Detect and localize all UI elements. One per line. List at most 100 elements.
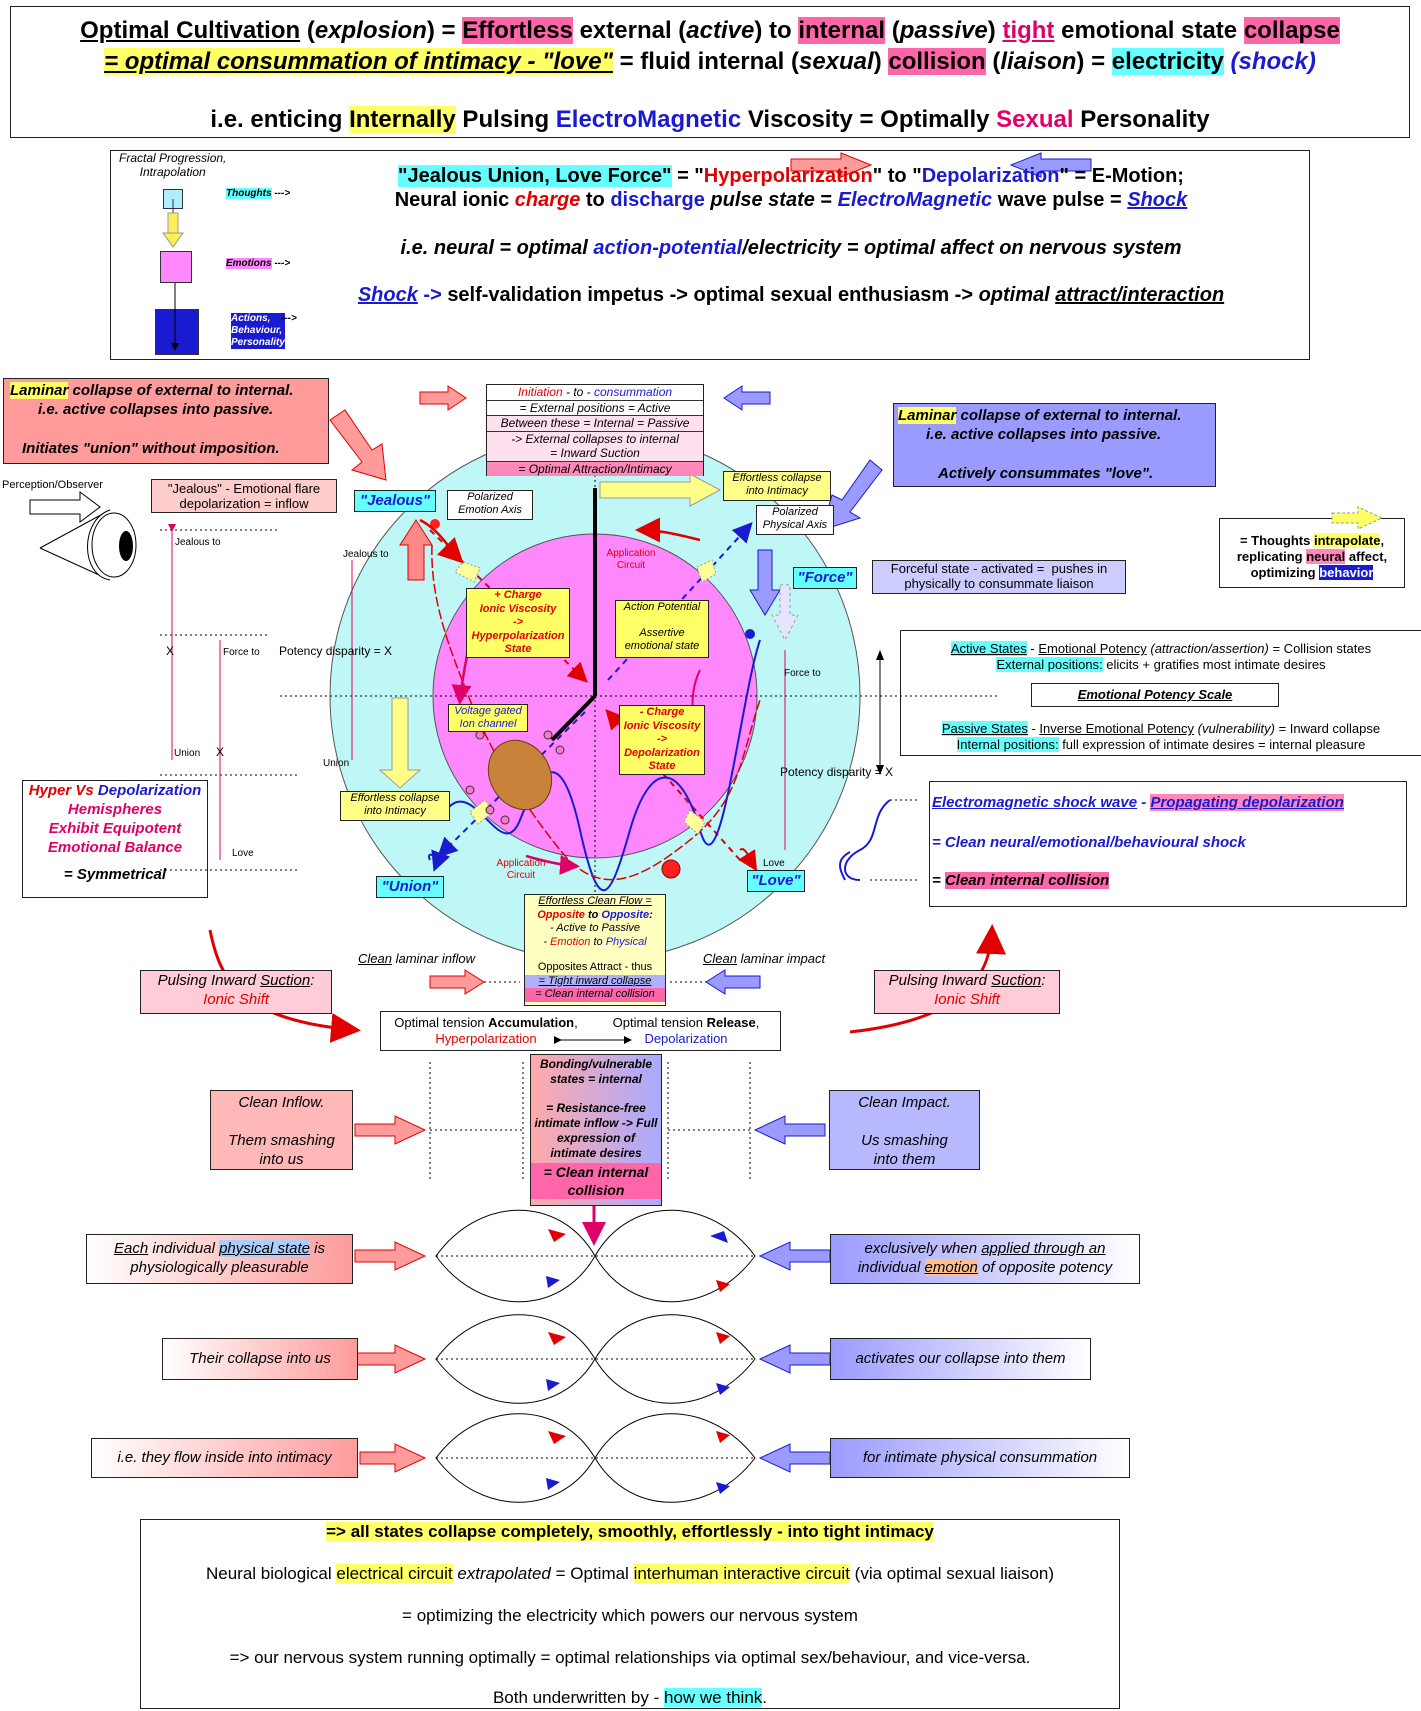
second-box: Fractal Progression, Intrapolation Thoug… xyxy=(110,150,1310,360)
text-segment: Depolarization xyxy=(97,782,202,799)
text-segment: "Jealous Union, Love Force" xyxy=(398,165,672,187)
jealous-label: "Jealous" xyxy=(354,490,436,512)
bonding-l2: = Resistance-free intimate inflow -> Ful… xyxy=(534,1101,658,1160)
text-segment: Hyper Vs xyxy=(28,782,98,799)
text-segment: Both underwritten by - xyxy=(492,1688,664,1707)
hyper-l1: Hyper Vs Depolarization xyxy=(23,781,207,800)
pulsing-right-l1: Pulsing Inward Suction: xyxy=(875,971,1059,990)
tension-box: Optimal tension Accumulation, Hyperpolar… xyxy=(380,1011,781,1051)
text-segment: tight xyxy=(1002,17,1055,44)
potency-left: Potency disparity = X xyxy=(279,644,393,658)
footer-l5: Both underwritten by - how we think. xyxy=(141,1688,1119,1708)
init-row-3: -> External collapses to internal xyxy=(487,431,703,446)
laminar-left-l2: i.e. active collapses into passive. xyxy=(38,401,274,418)
text-segment: discharge xyxy=(610,189,705,211)
text-segment: = Inward Suction xyxy=(550,446,640,460)
hyper-depol-box: Hyper Vs Depolarization Hemispheres Exhi… xyxy=(22,780,208,898)
text-segment: how we think xyxy=(664,1688,763,1707)
force-to-1: Force to xyxy=(223,647,260,658)
scale-passive: Passive States - Inverse Emotional Poten… xyxy=(901,721,1421,737)
text-segment: i.e. neural = optimal xyxy=(400,237,594,259)
text-segment: Initiation xyxy=(517,385,563,399)
tension-rel1: Optimal tension Release, xyxy=(591,1015,781,1031)
text-segment: Depolarization xyxy=(921,165,1060,187)
text-segment: /electricity = optimal affect on nervous… xyxy=(742,237,1182,259)
text-segment: laminar inflow xyxy=(391,951,476,966)
pulsing-left-box: Pulsing Inward Suction: Ionic Shift xyxy=(140,970,332,1014)
text-segment: Pulsing Inward xyxy=(157,972,261,989)
laminar-left-box: Laminar collapse of external to internal… xyxy=(3,378,329,464)
text-segment: = Collision states xyxy=(1268,641,1372,656)
text-segment: Effortless xyxy=(462,17,573,44)
text-segment: Suction xyxy=(991,972,1042,989)
footer-l3: = optimizing the electricity which power… xyxy=(141,1606,1119,1626)
tension-acc1: Optimal tension Accumulation, xyxy=(381,1015,591,1031)
text-segment: (attraction/assertion) xyxy=(1150,641,1269,656)
initiation-box: Initiation - to - consummation = Externa… xyxy=(486,384,704,476)
text-segment: consummation xyxy=(594,385,673,399)
love-label: "Love" xyxy=(747,870,805,892)
x-2: X xyxy=(216,745,225,759)
clean-laminar-impact: Clean laminar impact xyxy=(703,951,825,966)
text-segment: : xyxy=(649,908,653,921)
text-segment: collapse xyxy=(1243,17,1340,44)
text-segment: = " xyxy=(671,165,704,187)
tension-rel2: Depolarization xyxy=(644,1031,728,1046)
union-1: Union xyxy=(174,748,201,759)
text-segment: laminar impact xyxy=(736,951,826,966)
love-2: Love xyxy=(763,858,785,869)
thoughts-intrapolate-box: = Thoughts intrapolate, replicating neur… xyxy=(1219,518,1405,588)
text-segment: is physiologically pleasurable xyxy=(130,1240,325,1276)
clean-inflow-box: Clean Inflow. Them smashing into us xyxy=(210,1090,353,1170)
tension-acc2: Hyperpolarization xyxy=(435,1031,537,1046)
text-segment: , xyxy=(755,1015,760,1030)
text-segment: - Active to Passive xyxy=(549,922,641,934)
flow-l3: - Active to Passive xyxy=(525,922,665,936)
text-segment: collision xyxy=(888,48,986,75)
scale-title: Emotional Potency Scale xyxy=(1031,683,1279,707)
text-segment: applied through an xyxy=(981,1240,1106,1257)
laminar-left-l1: Laminar collapse of external to internal… xyxy=(10,381,322,400)
text-segment: interhuman interactive circuit xyxy=(633,1564,850,1583)
text-segment: => all states collapse completely, smoot… xyxy=(326,1522,934,1541)
x-1: X xyxy=(166,644,175,658)
init-row-0: Initiation - to - consummation xyxy=(487,385,703,401)
pulsing-left-l2: Ionic Shift xyxy=(203,991,269,1008)
flow-l5: Opposites Attract - thus xyxy=(525,961,665,975)
clean-impact-box: Clean Impact. Us smashing into them xyxy=(829,1090,980,1170)
text-segment: explosion xyxy=(314,17,427,44)
text-segment: External positions: xyxy=(996,657,1103,672)
text-segment: = optimizing the electricity which power… xyxy=(402,1606,858,1625)
init-row-1: = External positions = Active xyxy=(487,401,703,416)
text-segment: Personality xyxy=(1073,106,1210,133)
text-segment: -> xyxy=(417,284,448,306)
text-segment: optimizing xyxy=(1250,565,1320,580)
text-segment: Laminar xyxy=(898,407,957,424)
hyper-depol-arrows xyxy=(790,152,1092,178)
text-segment: - xyxy=(1026,641,1039,656)
text-segment: individual xyxy=(148,1240,220,1257)
text-segment: - to - xyxy=(562,385,594,399)
loop-row-2 xyxy=(354,1314,831,1404)
text-segment: " to " xyxy=(872,165,922,187)
fractal-arrows xyxy=(162,199,184,351)
flow-l2: Opposite to Opposite: xyxy=(525,909,665,923)
hyper-l2: Hemispheres xyxy=(67,801,163,818)
text-segment: Hyperpolarization xyxy=(703,165,873,187)
text-segment: Optimal tension xyxy=(394,1015,489,1030)
footer-l1: => all states collapse completely, smoot… xyxy=(141,1522,1119,1542)
text-segment: -> External collapses to internal xyxy=(511,431,679,446)
text-segment: - xyxy=(1137,794,1151,811)
text-segment: ( xyxy=(985,48,1001,75)
text-segment: external ( xyxy=(572,17,687,44)
text-segment: Suction xyxy=(260,972,311,989)
second-line-2: Neural ionic charge to discharge pulse s… xyxy=(311,189,1271,212)
laminar-right-l1: Laminar collapse of external to internal… xyxy=(898,406,1211,425)
text-segment: Internal positions: xyxy=(956,737,1059,752)
bonding-box: Bonding/vulnerable states = internal = R… xyxy=(530,1054,662,1206)
text-segment: internal xyxy=(798,17,886,44)
header-box: Optimal Cultivation (explosion) = Effort… xyxy=(10,6,1410,138)
loop-row-1 xyxy=(354,1209,831,1303)
text-segment: = Clean internal collision xyxy=(535,988,655,1000)
effortless-left: Effortless collapse into Intimacy xyxy=(340,791,450,821)
